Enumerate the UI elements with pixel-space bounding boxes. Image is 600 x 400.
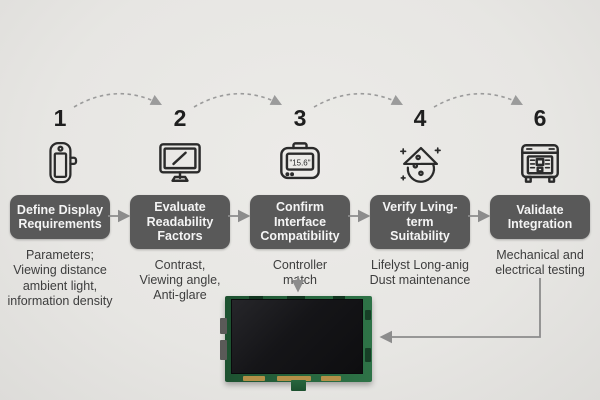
left-connector — [220, 318, 227, 334]
pcb-tab — [291, 380, 306, 391]
pcb-component — [365, 348, 371, 362]
step-2-description: Contrast, Viewing angle, Anti-glare — [139, 257, 221, 303]
step-4-number: 4 — [413, 105, 427, 131]
handheld-dongle-icon — [34, 133, 86, 193]
step-5-description: Mechanical and electrical testing — [495, 248, 585, 278]
pcb-component — [365, 310, 371, 320]
step-4-description: Lifelyst Long-anig Dust maintenance — [369, 257, 471, 287]
test-machine-icon — [512, 133, 568, 193]
pcb-component — [287, 296, 305, 299]
step-2-number: 2 — [173, 105, 187, 131]
step-1-box: Define Display Requirements — [10, 195, 110, 239]
step-5-number: 6 — [533, 105, 547, 131]
gold-connector — [243, 376, 265, 381]
gold-connector — [321, 376, 341, 381]
step-3-column: 3 "15.6" Confirm Interface Compatibility… — [240, 103, 360, 288]
step-3-number: 3 — [293, 105, 307, 131]
step-4-column: 4 Verify Lving-term Suitability Lifelyst… — [360, 103, 480, 288]
step-1-column: 1 Define Display Requirements Parameters… — [0, 103, 120, 309]
lcd-screen — [231, 299, 363, 374]
step-2-column: 2 Evaluate Readability Factors Contrast,… — [120, 103, 240, 303]
lcd-panel-image — [220, 296, 372, 391]
step-5-column: 6 Validate Integration Mechanical and el… — [480, 103, 600, 279]
step-3-description: Controller match — [272, 257, 328, 287]
pcb-component — [333, 296, 345, 299]
display-case-icon: "15.6" — [272, 133, 328, 193]
left-connector — [220, 340, 227, 360]
step-1-number: 1 — [53, 105, 67, 131]
step-5-box: Validate Integration — [490, 195, 590, 239]
step-3-box: Confirm Interface Compatibility — [250, 195, 350, 249]
gold-connector — [277, 376, 311, 381]
monitor-pen-icon — [152, 133, 208, 193]
step-2-box: Evaluate Readability Factors — [130, 195, 230, 249]
pcb-component — [249, 296, 263, 299]
svg-text:"15.6": "15.6" — [289, 158, 310, 167]
step-4-box: Verify Lving-term Suitability — [370, 195, 470, 249]
step-1-description: Parameters; Viewing distance ambient lig… — [7, 248, 113, 308]
dust-shield-icon — [392, 133, 448, 193]
